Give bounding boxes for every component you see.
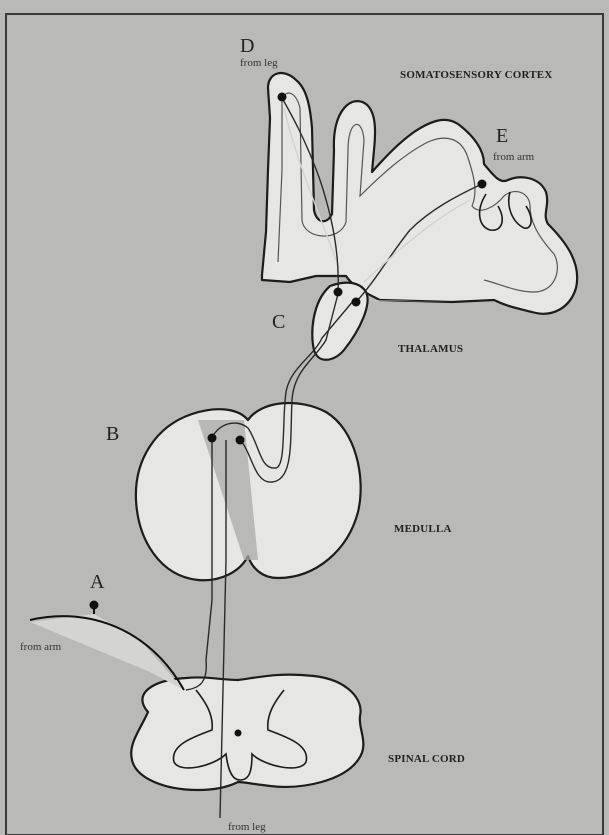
central-canal <box>235 730 242 737</box>
label-e: E <box>496 125 508 147</box>
neuron-b-soma <box>236 436 245 445</box>
thalamic-neuron-soma <box>334 288 343 297</box>
neuron-d-soma <box>278 93 287 102</box>
label-d-sub: from leg <box>240 57 278 69</box>
somatosensory-cortex-shape <box>262 73 577 314</box>
spinal-cord-shape <box>131 675 363 790</box>
label-d: D <box>240 35 254 57</box>
neuron-b-soma <box>208 434 217 443</box>
thalamic-neuron-soma <box>352 298 361 307</box>
structure-cortex-label: SOMATOSENSORY CORTEX <box>400 69 552 81</box>
label-e-sub: from arm <box>493 151 535 163</box>
neuron-e-soma <box>478 180 487 189</box>
structure-spinal-cord-label: SPINAL CORD <box>388 753 465 765</box>
structure-medulla-label: MEDULLA <box>394 523 452 535</box>
structure-thalamus-label: THALAMUS <box>398 343 463 355</box>
label-a-sub: from arm <box>20 641 62 653</box>
label-a: A <box>90 571 105 593</box>
label-b: B <box>106 423 119 445</box>
label-bottom-sub: from leg <box>228 821 266 833</box>
neuron-a-soma <box>90 601 99 610</box>
label-c: C <box>272 311 285 333</box>
